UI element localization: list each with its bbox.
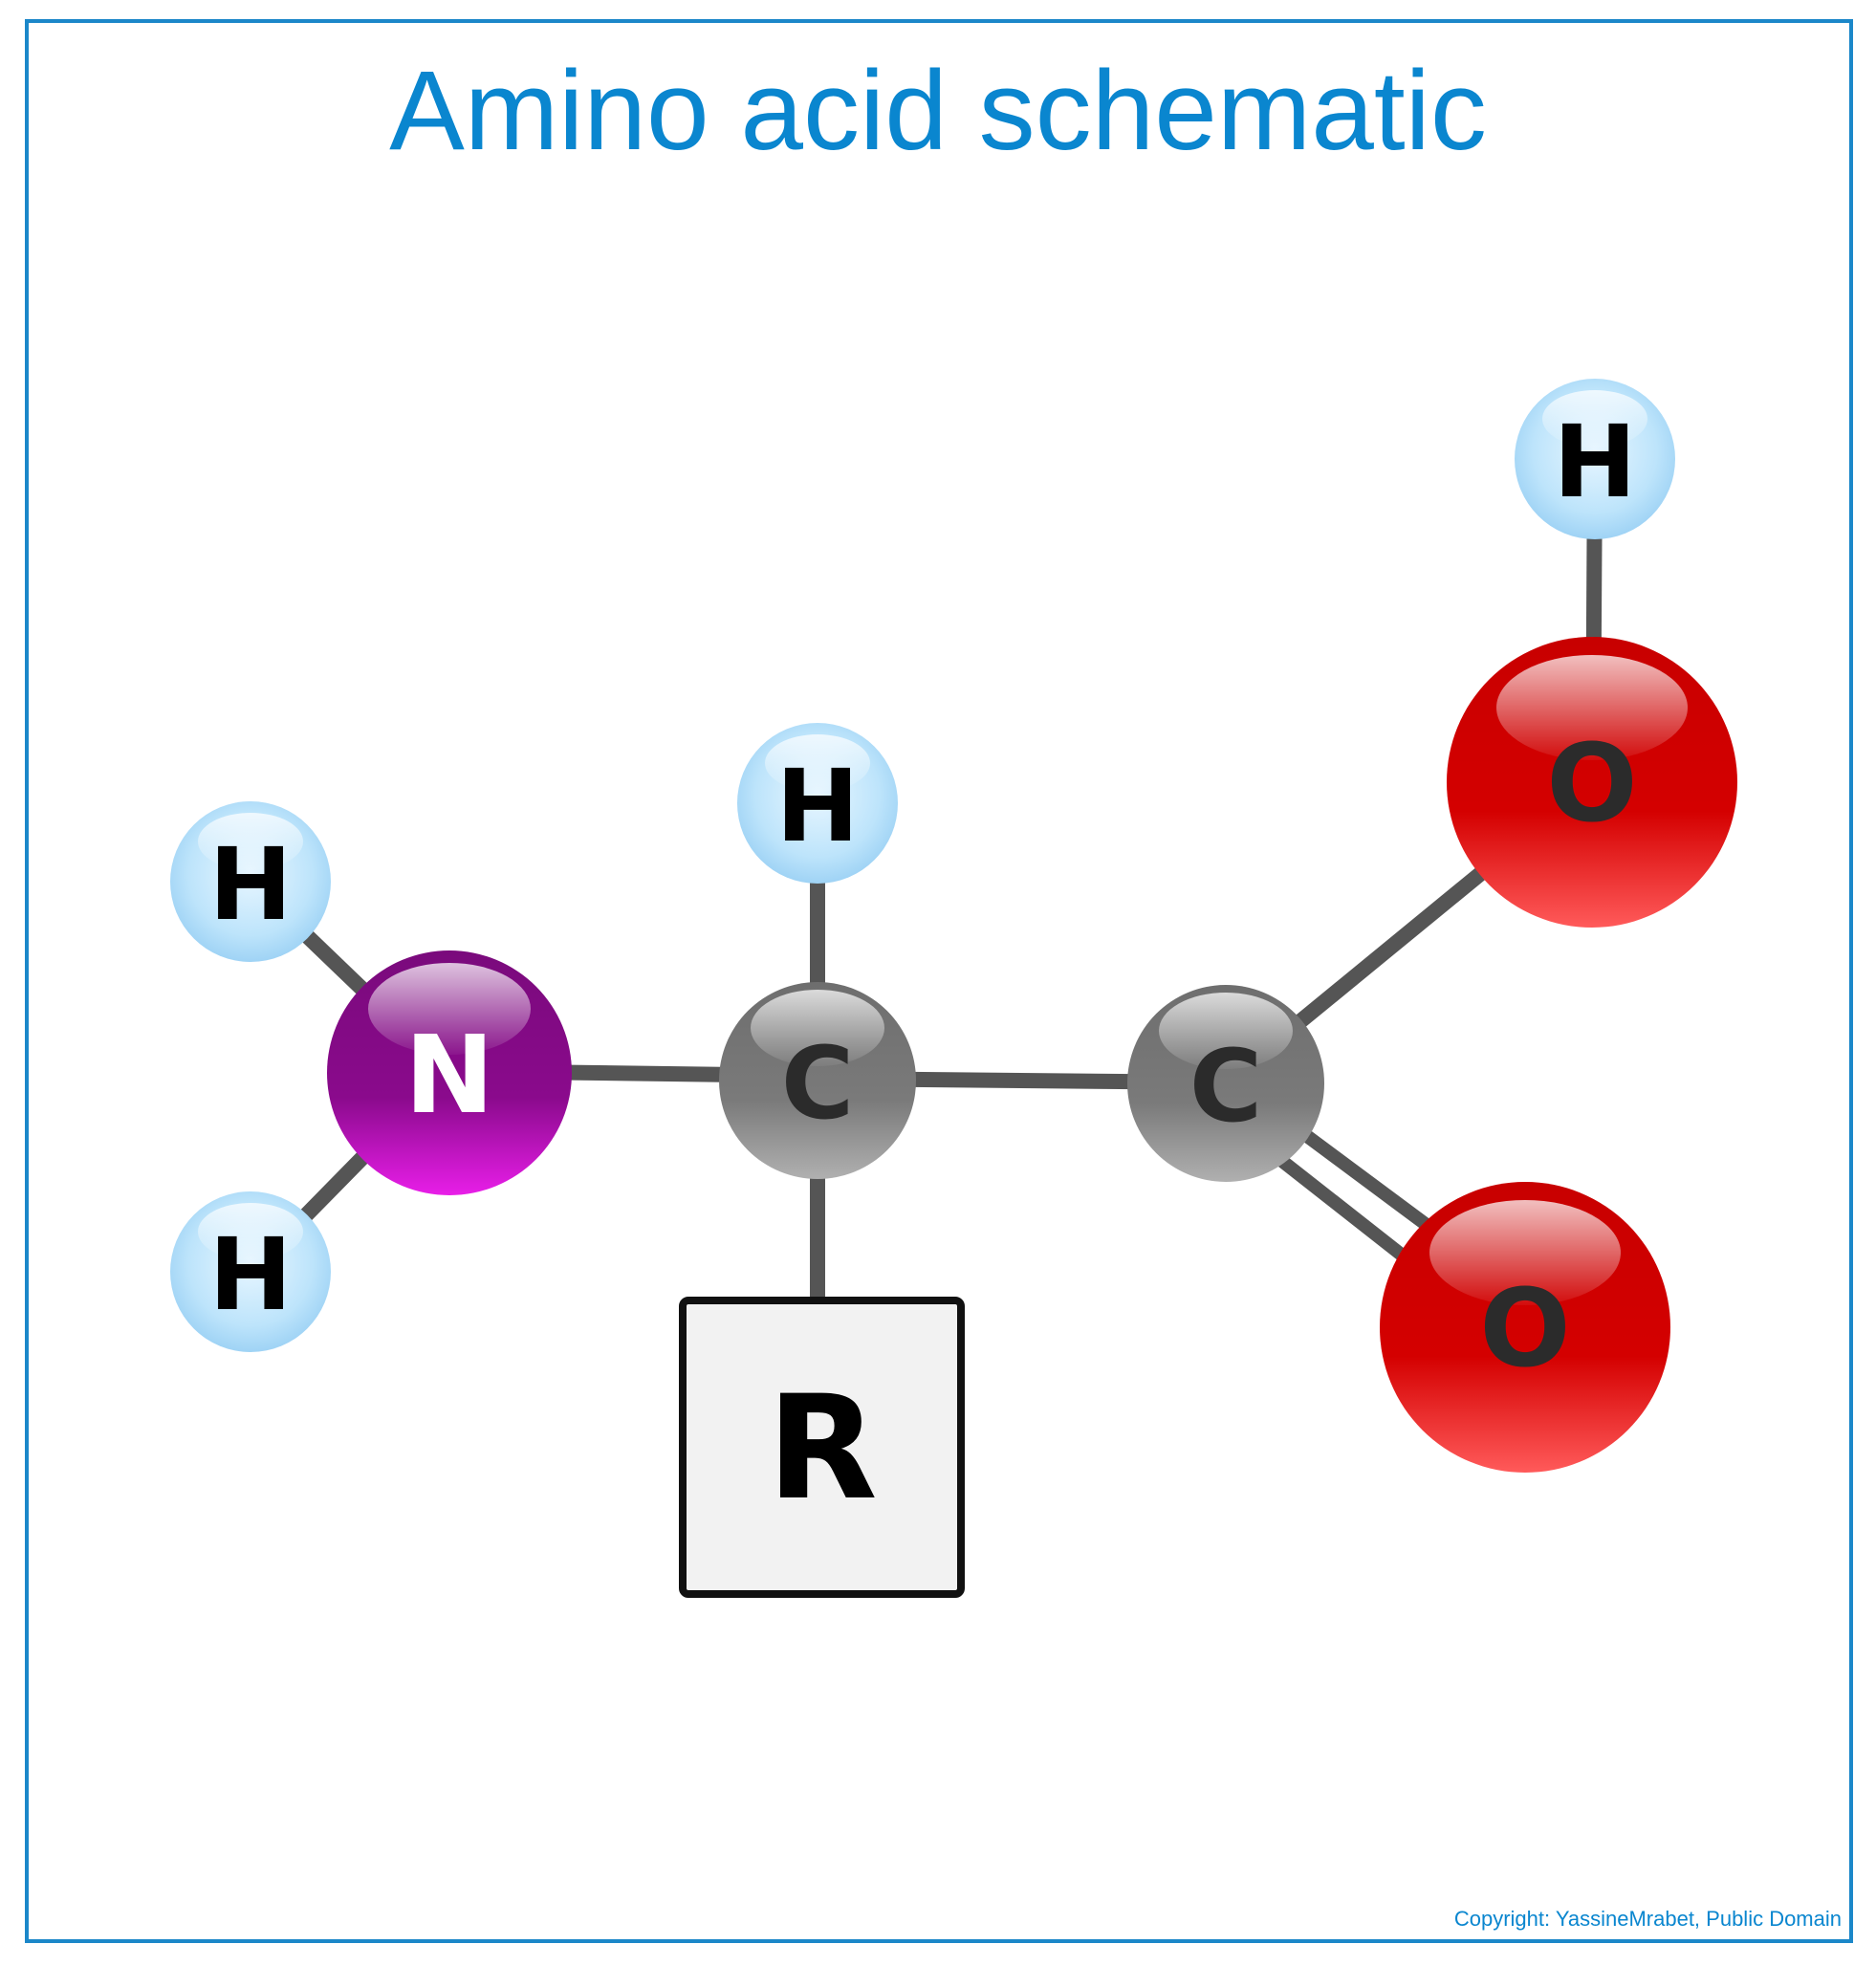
oxygen-atom-carbonyl: O xyxy=(1380,1182,1670,1473)
hydrogen-atom-alpha: H xyxy=(737,723,898,884)
atom-label: C xyxy=(1189,1028,1262,1145)
side-chain-label: R xyxy=(767,1365,878,1532)
hydrogen-atom-amine-top: H xyxy=(170,801,331,962)
hydrogen-atom-hydroxyl: H xyxy=(1515,379,1675,539)
atom-label: O xyxy=(1546,722,1637,846)
hydrogen-atom-amine-bottom: H xyxy=(170,1191,331,1352)
alpha-carbon-atom: C xyxy=(719,982,916,1179)
atom-label: H xyxy=(1553,404,1636,520)
atom-label: H xyxy=(775,748,859,864)
carboxyl-carbon-atom: C xyxy=(1127,985,1324,1182)
side-chain-box xyxy=(679,1297,965,1598)
atom-label: N xyxy=(404,1014,494,1138)
atom-label: O xyxy=(1479,1267,1570,1391)
nitrogen-atom: N xyxy=(327,950,572,1195)
atom-label: C xyxy=(781,1025,854,1142)
diagram-title: Amino acid schematic xyxy=(389,48,1487,174)
diagram-frame xyxy=(25,19,1853,1943)
atom-label: H xyxy=(208,826,292,943)
atom-label: H xyxy=(208,1216,292,1333)
oxygen-atom-hydroxyl: O xyxy=(1447,637,1737,928)
copyright-notice: Copyright: YassineMrabet, Public Domain xyxy=(1453,1907,1842,1931)
